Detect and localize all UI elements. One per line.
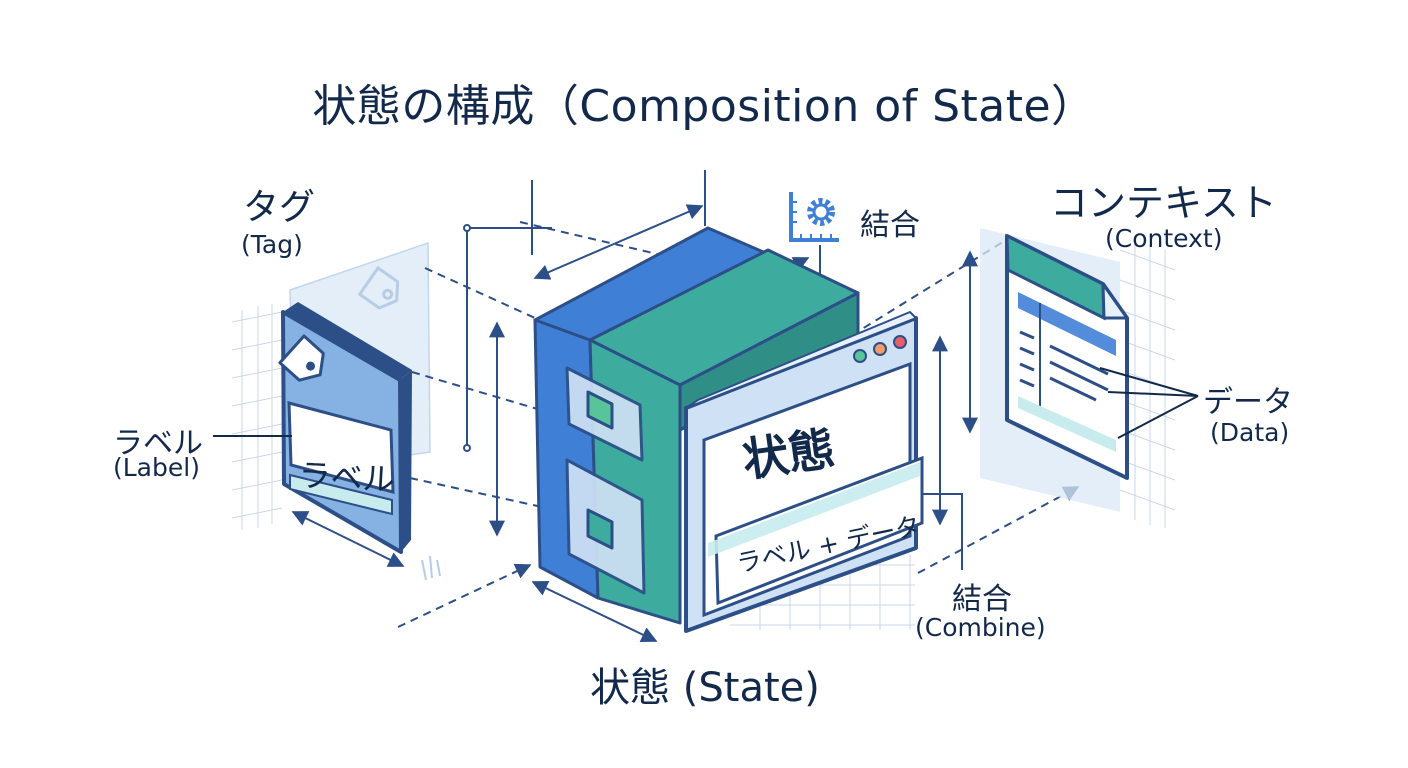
data-pointer-lines: [1099, 367, 1199, 439]
data-label-en: (Data): [1210, 418, 1290, 447]
state-caption: 状態 (State): [590, 665, 820, 711]
state-window-panel: [684, 310, 924, 633]
state-cube: [533, 226, 860, 625]
context-label-en: (Context): [1105, 224, 1223, 253]
tag-label-jp: タグ: [243, 187, 316, 228]
label-label-jp: ラベル: [113, 426, 203, 461]
window-dots-icon: [853, 335, 907, 363]
state-panel-title: 状態: [739, 421, 838, 488]
background-grid-right: [1119, 240, 1176, 528]
tag-icon: [358, 266, 400, 310]
background-grid-left: [231, 304, 283, 530]
label-card-text: ラベル: [297, 455, 396, 499]
decorative-marks: [421, 555, 441, 581]
tag-label-en: (Tag): [241, 230, 303, 259]
label-card: [278, 302, 412, 554]
combine-label-jp: 結合: [952, 582, 1012, 617]
combine-top-label: 結合: [860, 208, 920, 243]
tag-icon: [278, 334, 325, 382]
context-label-jp: コンテキスト: [1050, 181, 1277, 225]
label-label-en: (Label): [113, 453, 200, 482]
gear-ruler-icon: [789, 192, 839, 242]
data-label-jp: データ: [1203, 385, 1293, 420]
context-document: [980, 228, 1129, 512]
page-title: 状態の構成（Composition of State）: [312, 81, 1096, 132]
combine-label-en: (Combine): [915, 613, 1046, 642]
